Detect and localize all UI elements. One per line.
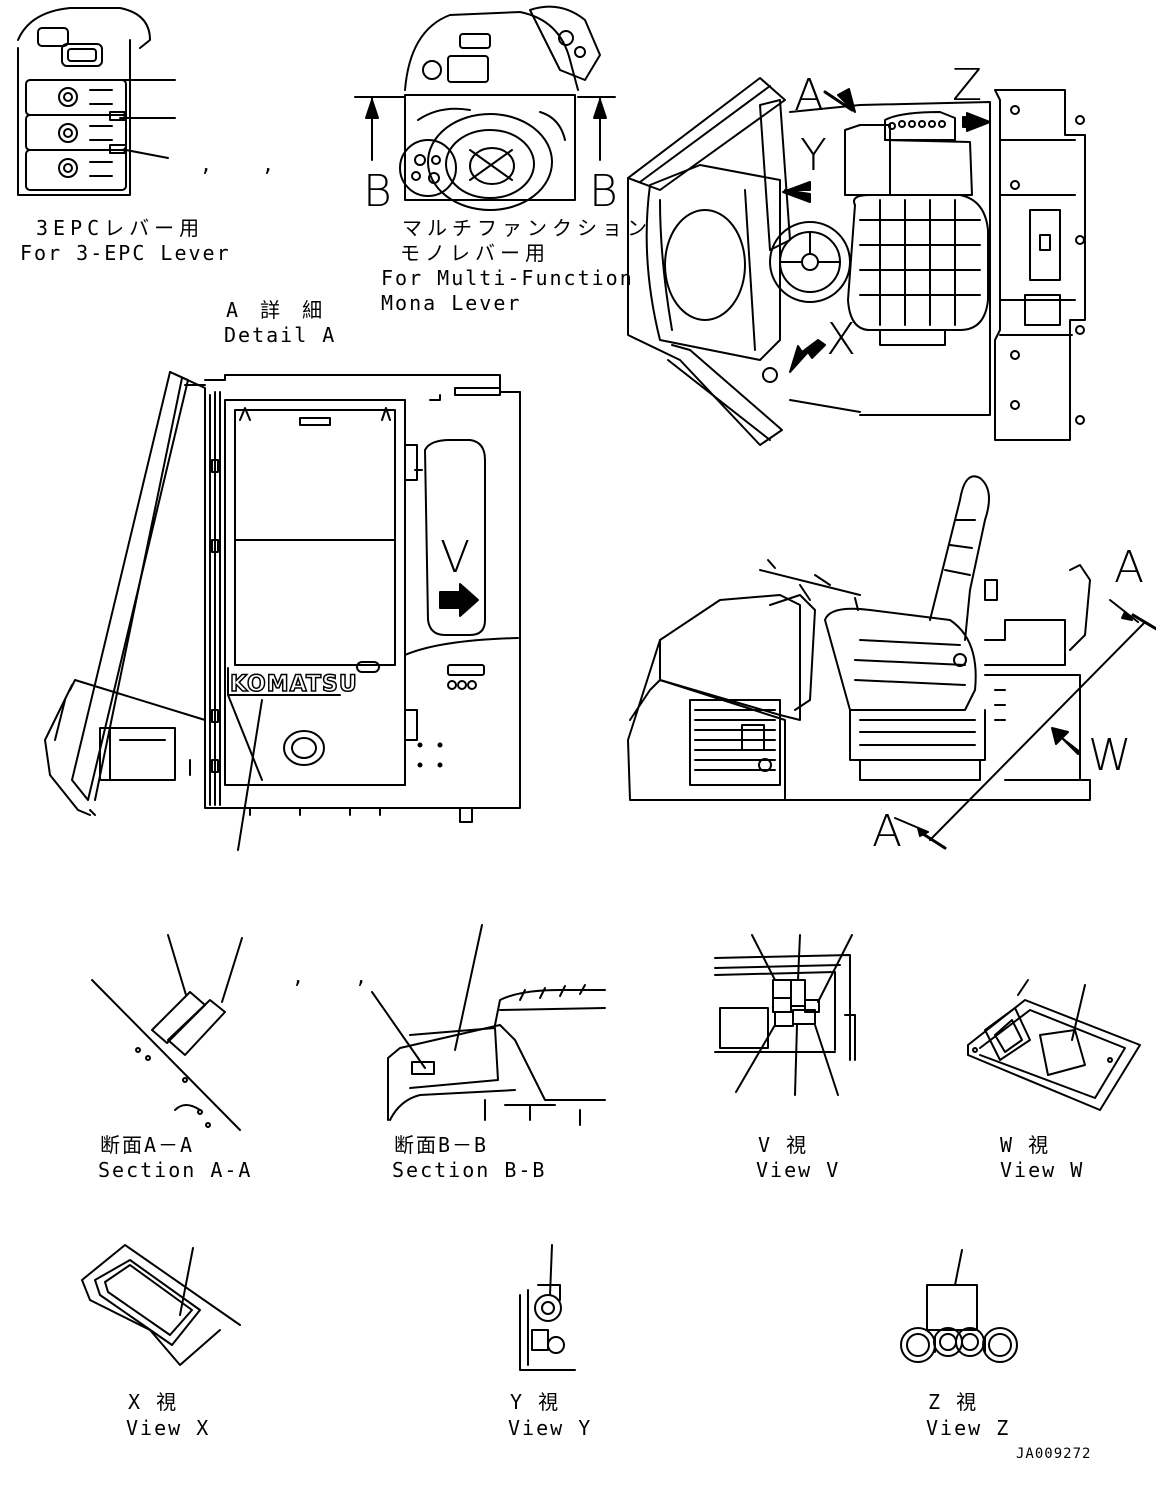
mono-lever-label-jp-2: モノレバー用 (400, 241, 550, 265)
view-v-marker: V (440, 532, 471, 583)
view-w-marker: W (1088, 730, 1132, 781)
view-x-label-en: View X (126, 1416, 211, 1440)
section-a-marker-bottom: A (872, 806, 903, 857)
cab-top-view (627, 77, 1086, 446)
cab-side-view (627, 475, 1156, 850)
mono-lever-label-en-2: Mona Lever (381, 291, 522, 315)
epc-label-en: For 3-EPC Lever (20, 241, 231, 265)
view-w-label-jp: W 視 (1000, 1133, 1051, 1157)
view-y-marker: Y (800, 130, 827, 181)
view-x-marker: X (826, 314, 857, 365)
detail-a-label-en: Detail A (224, 323, 337, 347)
mono-lever-label-jp-1: マルチファンクション (402, 216, 652, 240)
view-x-label-jp: X 視 (128, 1390, 179, 1414)
view-w-detail (967, 979, 1141, 1111)
drawing-number: JA009272 (1016, 1446, 1092, 1462)
comma-mark: , (292, 964, 307, 988)
view-w-label-en: View W (1000, 1158, 1085, 1182)
detail-a-label-jp: A 詳 細 (226, 298, 328, 322)
comma-mark: , (355, 964, 370, 988)
view-z-marker: Z (952, 60, 983, 111)
comma-mark: , (262, 152, 277, 176)
view-v-label-jp: V 視 (758, 1133, 809, 1157)
epc-label-jp: 3EPCレバー用 (36, 216, 205, 240)
view-y-detail (519, 1244, 576, 1371)
view-v-label-en: View V (756, 1158, 841, 1182)
view-v-detail (714, 934, 856, 1096)
mono-lever-label-en-1: For Multi-Function (381, 266, 634, 290)
epc-lever-panel (17, 7, 176, 196)
cab-exterior (44, 371, 521, 851)
view-z-label-jp: Z 視 (928, 1390, 979, 1414)
section-a-marker-top: A (1114, 542, 1145, 593)
section-b-marker-left: B (363, 166, 392, 217)
section-bb-label-jp: 断面B－B (394, 1133, 489, 1157)
section-aa-label-en: Section A-A (98, 1158, 253, 1182)
view-z-label-en: View Z (926, 1416, 1011, 1440)
section-aa-detail (91, 934, 243, 1131)
view-z-detail (900, 1249, 1018, 1363)
section-bb-detail (371, 924, 606, 1126)
view-y-label-en: View Y (508, 1416, 593, 1440)
comma-mark: , (200, 152, 215, 176)
mono-lever-console (399, 5, 601, 211)
section-b-arrows (354, 96, 616, 161)
section-b-marker-right: B (589, 166, 618, 217)
section-aa-label-jp: 断面A－A (100, 1133, 195, 1157)
view-y-label-jp: Y 視 (510, 1390, 561, 1414)
section-bb-label-en: Section B-B (392, 1158, 547, 1182)
view-a-marker-top: A (794, 70, 825, 121)
view-x-detail (81, 1244, 241, 1366)
komatsu-logo: KOMATSU (229, 672, 358, 697)
